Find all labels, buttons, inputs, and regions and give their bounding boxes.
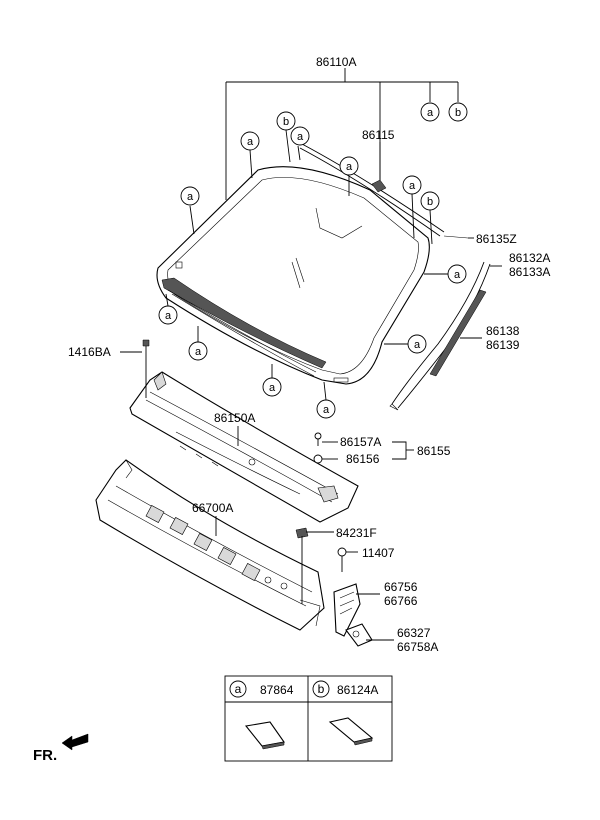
svg-text:a: a	[323, 404, 330, 416]
callout-a-top: a	[420, 102, 440, 122]
svg-text:b: b	[318, 682, 325, 696]
part-labels: 86110A 86115 86135Z 86132A 86133A 86138 …	[68, 55, 550, 654]
svg-text:a: a	[414, 339, 421, 351]
svg-text:a: a	[195, 346, 202, 358]
svg-text:a: a	[454, 269, 461, 281]
label-86156: 86156	[346, 452, 380, 466]
callout-a-9: a	[188, 341, 208, 361]
callout-a-2: a	[240, 131, 260, 151]
callout-b-top: b	[448, 102, 468, 122]
label-86157A: 86157A	[340, 435, 381, 449]
bracket-66327	[345, 623, 373, 647]
label-86138: 86138	[486, 324, 520, 338]
svg-text:a: a	[346, 161, 353, 173]
callout-a-1: a	[180, 186, 200, 206]
label-84231F: 84231F	[336, 526, 377, 540]
label-11407: 11407	[362, 546, 395, 560]
leader-lines	[120, 68, 502, 641]
clip-84231F	[295, 527, 309, 539]
cowl-top-cover	[129, 371, 359, 523]
label-66756: 66756	[384, 580, 418, 594]
legend-b-part: 86124A	[337, 683, 378, 697]
label-86115: 86115	[362, 128, 395, 142]
callout-a-11: a	[316, 399, 336, 419]
label-66766: 66766	[384, 594, 418, 608]
callout-a-7: a	[407, 334, 427, 354]
direction-label: FR.	[33, 747, 57, 764]
svg-text:a: a	[187, 191, 194, 203]
label-86132A: 86132A	[509, 251, 550, 265]
svg-text:b: b	[455, 107, 461, 119]
label-66700A: 66700A	[192, 501, 233, 515]
bracket-66756	[333, 583, 361, 637]
callout-a-4: a	[339, 156, 359, 176]
bolt-1416BA	[142, 339, 150, 398]
svg-text:a: a	[269, 382, 276, 394]
callout-markers: a b a a b a a a b a a a a a a	[158, 102, 468, 419]
svg-text:b: b	[283, 116, 289, 128]
screw-86157A	[314, 432, 322, 446]
svg-text:a: a	[427, 107, 434, 119]
svg-text:a: a	[297, 131, 304, 143]
callout-a-3: a	[290, 126, 310, 146]
callout-a-6: a	[447, 264, 467, 284]
label-86135Z: 86135Z	[476, 232, 517, 246]
callout-a-8: a	[158, 305, 178, 325]
svg-text:a: a	[247, 136, 254, 148]
front-direction-indicator: FR.	[33, 733, 89, 764]
svg-text:a: a	[165, 310, 172, 322]
legend-a-part: 87864	[260, 683, 294, 697]
cowl-panel	[95, 459, 325, 631]
callout-b-2: b	[420, 191, 440, 211]
side-molding	[389, 261, 491, 411]
nut-86156	[313, 454, 323, 464]
label-66758A: 66758A	[397, 640, 438, 654]
label-1416BA: 1416BA	[68, 345, 111, 359]
label-86139: 86139	[486, 338, 520, 352]
bolt-11407	[337, 547, 347, 572]
callout-b-1: b	[276, 111, 296, 131]
svg-text:a: a	[235, 682, 242, 696]
label-86150A: 86150A	[214, 411, 255, 425]
callout-a-10: a	[262, 377, 282, 397]
callout-a-5: a	[402, 175, 422, 195]
label-86155: 86155	[417, 444, 451, 458]
svg-text:a: a	[409, 180, 416, 192]
top-molding	[299, 143, 469, 239]
front-arrow-icon	[61, 733, 89, 751]
label-86110A: 86110A	[316, 55, 356, 69]
windshield-glass	[156, 166, 430, 385]
legend-b: b 86124A	[312, 680, 378, 746]
legend-a: a 87864	[229, 680, 294, 750]
svg-text:b: b	[427, 196, 433, 208]
legend-table: a 87864 b 86124A	[224, 675, 393, 762]
label-86133A: 86133A	[509, 265, 550, 279]
label-66327: 66327	[397, 626, 431, 640]
